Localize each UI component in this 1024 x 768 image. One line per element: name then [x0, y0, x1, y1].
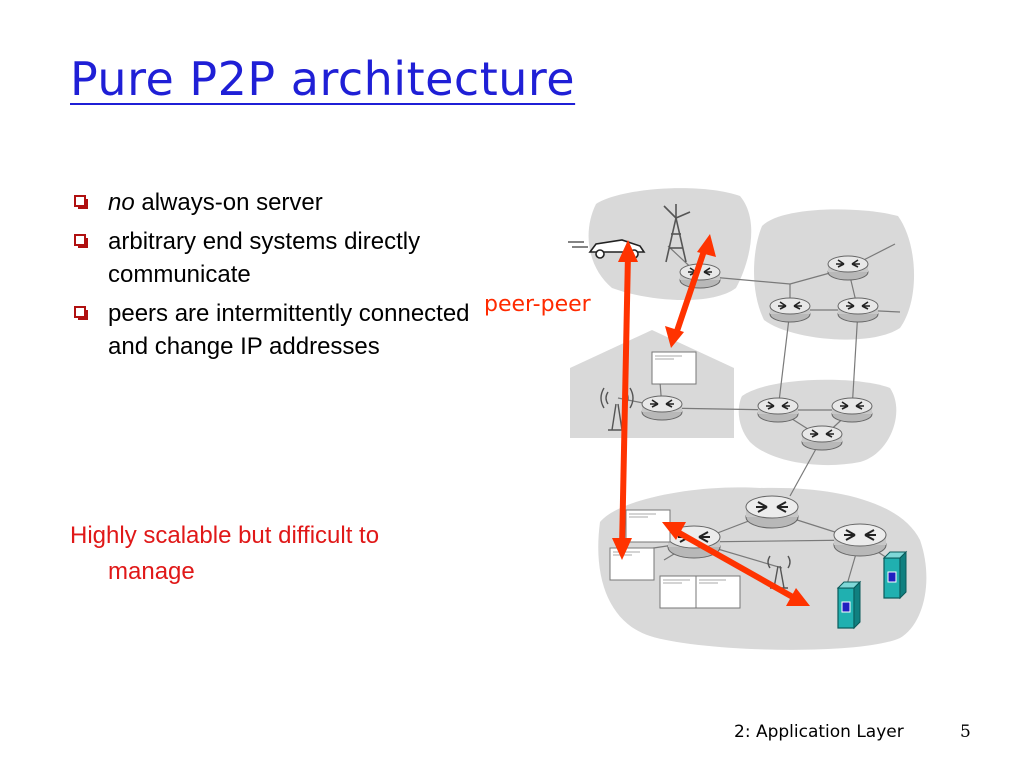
desktop-computer-icon — [609, 547, 655, 581]
bullet-item: no always-on server — [70, 186, 490, 219]
router-icon — [641, 395, 683, 421]
peer-peer-label: peer-peer — [484, 292, 591, 317]
router-icon — [769, 297, 811, 323]
slide-title: Pure P2P architecture — [70, 52, 576, 106]
bullet-text: always-on server — [134, 189, 323, 216]
server-icon — [837, 581, 861, 629]
router-icon — [801, 425, 843, 451]
router-icon — [833, 523, 887, 557]
wireless-access-point-icon — [600, 387, 634, 431]
page-number: 5 — [960, 722, 971, 742]
server-icon — [883, 551, 907, 599]
bullet-item: arbitrary end systems directly communica… — [70, 225, 490, 291]
desktop-computer-icon — [651, 351, 697, 385]
scalability-note-line2: manage — [108, 558, 195, 585]
router-icon — [831, 397, 873, 423]
router-icon — [745, 495, 799, 529]
bullet-square-icon — [74, 195, 88, 209]
bullet-emphasis: no — [108, 189, 135, 216]
peer-peer-arrows — [612, 234, 810, 606]
bullet-text: peers are intermittently connected and c… — [108, 300, 470, 360]
bullet-item: peers are intermittently connected and c… — [70, 297, 490, 363]
desktop-computer-icon — [695, 575, 741, 609]
router-icon — [837, 297, 879, 323]
footer-chapter-label: 2: Application Layer — [734, 722, 904, 742]
bullet-list: no always-on server arbitrary end system… — [70, 186, 490, 369]
router-icon — [757, 397, 799, 423]
bullet-text: arbitrary end systems directly communica… — [108, 228, 421, 288]
cell-tower-icon — [663, 204, 691, 263]
desktop-computer-icon — [625, 509, 671, 543]
bullet-square-icon — [74, 234, 88, 248]
scalability-note-line1: Highly scalable but difficult to — [70, 522, 380, 549]
scalability-note: Highly scalable but difficult to manage — [70, 518, 470, 590]
bullet-square-icon — [74, 306, 88, 320]
router-icon — [827, 255, 869, 281]
regional-isp-cloud-lower — [738, 379, 897, 466]
